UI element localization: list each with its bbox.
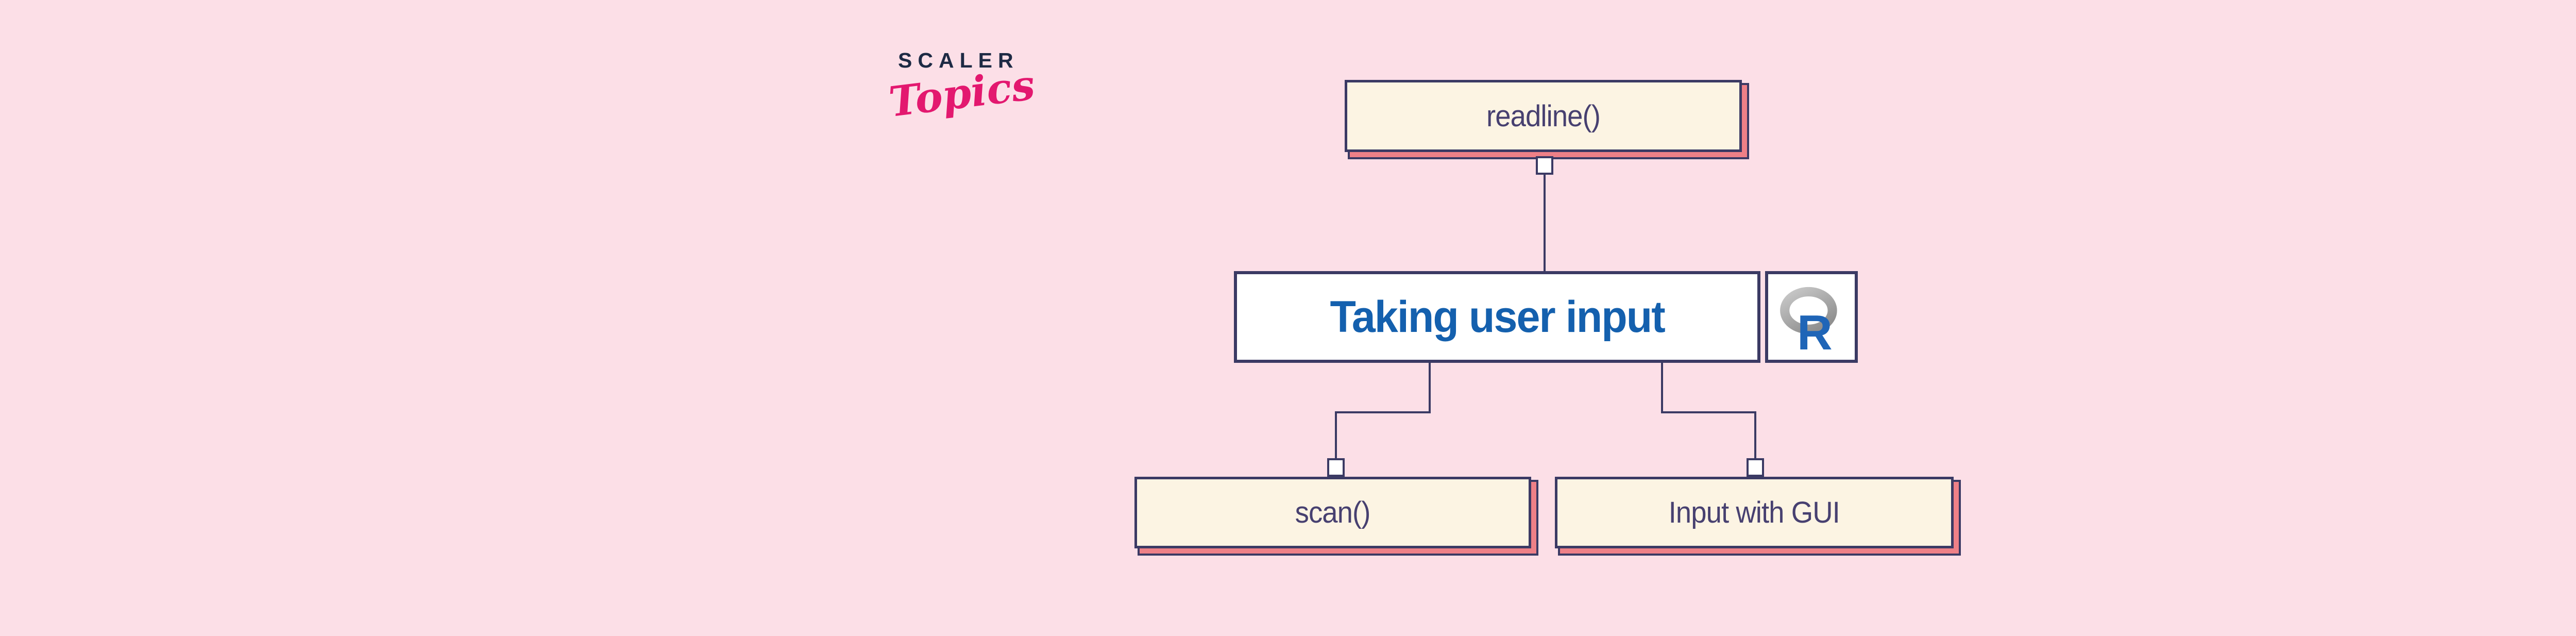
scaler-topics-logo: SCALER Topics bbox=[884, 46, 1048, 144]
anchor-square-top bbox=[1536, 156, 1553, 175]
node-scan: scan() bbox=[1134, 477, 1531, 548]
node-readline: readline() bbox=[1345, 80, 1742, 152]
node-scan-label: scan() bbox=[1295, 496, 1371, 529]
r-language-icon: R bbox=[1780, 287, 1837, 353]
node-input-with-gui-label: Input with GUI bbox=[1668, 496, 1840, 529]
svg-text:R: R bbox=[1797, 306, 1833, 353]
node-input-with-gui: Input with GUI bbox=[1555, 477, 1954, 548]
connector-left bbox=[1335, 363, 1431, 460]
anchor-square-left bbox=[1327, 458, 1345, 477]
connector-right bbox=[1661, 363, 1756, 460]
anchor-square-right bbox=[1747, 458, 1764, 477]
r-logo-badge: R bbox=[1765, 271, 1858, 363]
node-readline-label: readline() bbox=[1486, 99, 1601, 133]
node-taking-user-input-label: Taking user input bbox=[1330, 292, 1665, 342]
logo-brand-text: SCALER bbox=[898, 48, 1019, 72]
node-taking-user-input: Taking user input bbox=[1234, 271, 1760, 363]
